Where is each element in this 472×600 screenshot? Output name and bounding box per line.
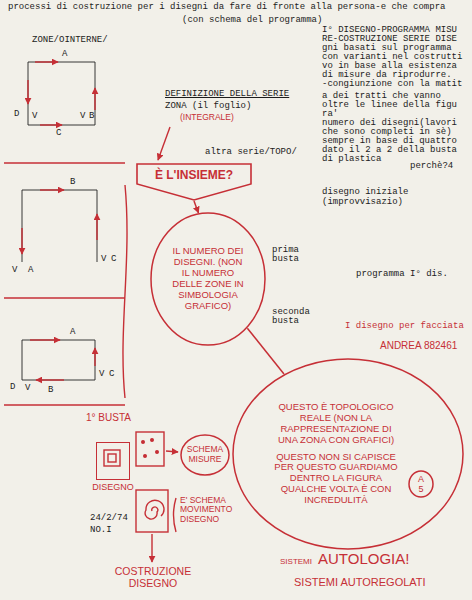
corner-letter: B	[70, 178, 75, 187]
node-text-box: SCHEMA MISURE	[180, 434, 230, 476]
node-text: QUESTO È TOPOLOGICO REALE (NON LA RAPPRE…	[270, 402, 402, 446]
typed-note: numero dei disegni(lavori	[322, 119, 457, 128]
corner-letter: V	[32, 112, 37, 121]
ellipse-note: SCHEMA MISURE	[180, 434, 230, 476]
corner-letter: B	[89, 112, 94, 121]
typed-note: seconda busta	[272, 308, 316, 326]
node-text: È L'INSIEME?	[142, 169, 246, 183]
typed-note: ZONA (il foglio)	[165, 102, 251, 111]
typed-note: gni basati sul programma	[322, 44, 452, 53]
typed-note: di misure da riprodurre.	[322, 71, 452, 80]
corner-letter: C	[109, 370, 114, 379]
handwritten-note: SISTEMI AUTOREGOLATI	[294, 576, 426, 588]
node-text: 5	[410, 484, 432, 494]
corner-letter: C	[111, 255, 116, 264]
typed-note: I disegno per facciata	[345, 322, 464, 331]
ellipse-note: IL NUMERO DEI DISEGNI. (NON IL NUMERO DE…	[150, 212, 266, 346]
typed-note: ZONE/OINTERNE/	[32, 36, 108, 45]
typed-note: perchè?4	[410, 162, 453, 171]
node-text: QUESTO NON SI CAPISCE PER QUESTO GUARDIA…	[270, 452, 402, 507]
arrow-callout: È L'INSIEME?	[136, 163, 252, 201]
handwritten-note: 1° BUSTA	[86, 412, 131, 423]
page-heading: processi di costruzione per i disegni da…	[8, 3, 445, 12]
typed-note: DEFINIZIONE DELLA SERIE	[165, 90, 289, 99]
typed-note: (con schema del programma)	[182, 16, 322, 25]
corner-letter: D	[14, 110, 19, 119]
typed-note: che sono completi in sè)	[322, 128, 452, 137]
handwritten-note: (INTEGRALE)	[180, 113, 234, 122]
corner-letter: V	[80, 112, 85, 121]
typed-note: (improvvisazio)	[322, 198, 403, 207]
node-text-box: IL NUMERO DEI DISEGNI. (NON IL NUMERO DE…	[150, 212, 266, 346]
connector-line	[247, 328, 284, 374]
corner-letter: V	[25, 384, 30, 393]
typed-note: a dei tratti che vanno	[322, 92, 441, 101]
drawing-box: DISEGNO	[96, 442, 130, 480]
corner-letter: V	[12, 266, 17, 275]
typed-note: dato il 2 a 2 della busta	[322, 146, 457, 155]
typed-note: ra'	[322, 110, 338, 119]
handwritten-note: SISTEMI	[280, 558, 312, 567]
typed-note: sempre in base di quattro	[322, 137, 457, 146]
small-circle: A5	[408, 470, 434, 498]
typed-note: con varianti nel costrutti	[322, 53, 462, 62]
typed-note: RE-COSTRUZIONE SERIE DISE	[322, 35, 457, 44]
connector-line	[194, 201, 198, 213]
typed-note: oltre le linee della figu	[322, 101, 457, 110]
typed-note: vo in base alla esistenza	[322, 62, 457, 71]
node-text-box: A5	[408, 470, 434, 498]
node-text: A	[410, 474, 432, 484]
typed-note: prima busta	[272, 246, 306, 264]
zone-squares	[22, 62, 97, 380]
corner-letter: B	[48, 386, 53, 395]
handwritten-note: ANDREA 882461	[380, 340, 457, 351]
corner-letter: A	[62, 50, 67, 59]
typed-note: di plastica	[322, 155, 381, 164]
corner-letter: C	[56, 129, 61, 138]
node-text-box: È L'INSIEME?	[136, 163, 252, 201]
typed-note: programma I° dis.	[356, 270, 448, 279]
typed-note: I° DISEGNO-PROGRAMMA MISU	[322, 26, 457, 35]
node-text: DISEGNO	[92, 482, 134, 492]
corner-letter: A	[28, 266, 33, 275]
corner-letter: V	[101, 255, 106, 264]
node-text: SCHEMA MISURE	[185, 445, 225, 465]
corner-letter: V	[99, 370, 104, 379]
typed-note: disegno iniziale	[322, 188, 408, 197]
node-text-box: QUESTO È TOPOLOGICO REALE (NON LA RAPPRE…	[232, 358, 464, 550]
typed-note: 24/2/74	[90, 514, 128, 523]
handwritten-note: AUTOLOGIA!	[318, 551, 409, 568]
typed-note: -congiunzione con la matit	[322, 80, 462, 89]
node-text: IL NUMERO DEI DISEGNI. (NON IL NUMERO DE…	[172, 246, 244, 312]
typed-note: altra serie/TOPO/	[205, 148, 297, 157]
ellipse-note: QUESTO È TOPOLOGICO REALE (NON LA RAPPRE…	[232, 358, 464, 550]
red-strokes	[4, 62, 178, 562]
handwritten-note: E' SCHEMA MOVIMENTO DISEGNO	[180, 496, 236, 524]
handwritten-note: COSTRUZIONE DISEGNO	[108, 566, 198, 589]
node-text-box: DISEGNO	[92, 479, 134, 492]
corner-letter: A	[70, 328, 75, 337]
typed-note: NO.I	[90, 526, 112, 535]
corner-letter: D	[10, 383, 15, 392]
